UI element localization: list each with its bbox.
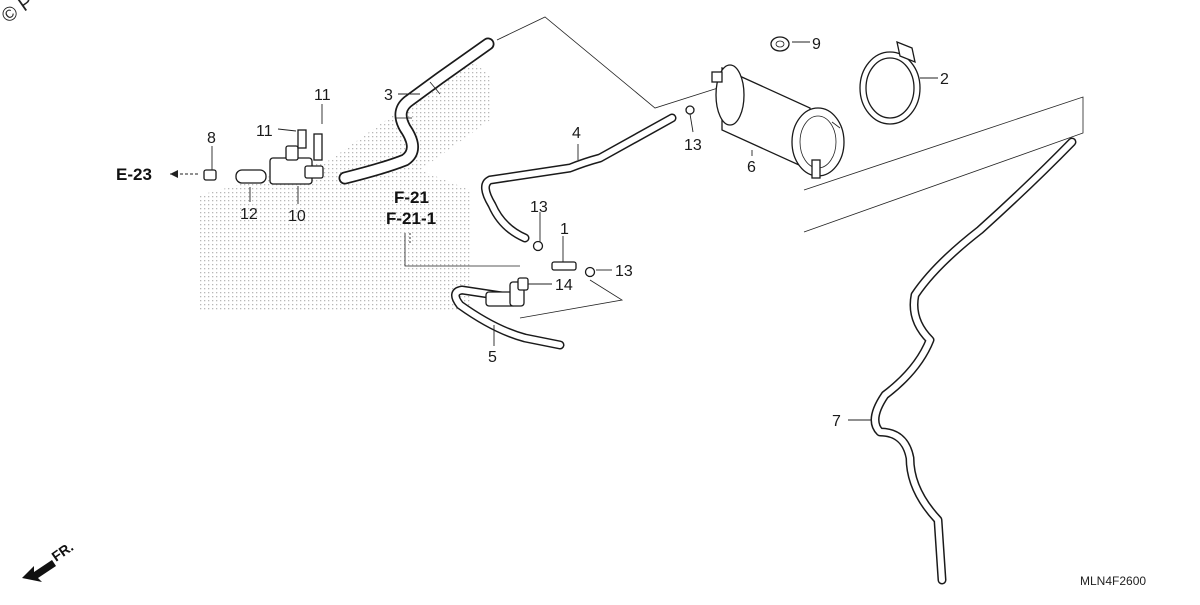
- ref-e23: E-23: [116, 165, 152, 184]
- stipple-shading: [200, 60, 490, 310]
- solenoid-valve-10: [269, 129, 324, 185]
- ref-f21: F-21: [394, 188, 429, 207]
- callout-6: 6: [747, 159, 756, 176]
- callout-7: 7: [832, 413, 841, 430]
- hose-3: [338, 37, 495, 185]
- hose-5: [451, 281, 565, 350]
- callout-4: 4: [572, 125, 581, 142]
- callout-1: 1: [560, 221, 569, 238]
- callout-13c: 13: [615, 263, 633, 280]
- ref-f21-1: F-21-1: [386, 209, 436, 228]
- callout-10: 10: [288, 208, 306, 225]
- e23-arrow: [170, 170, 198, 178]
- callout-leaders: [211, 41, 938, 421]
- callout-8: 8: [207, 130, 216, 147]
- fr-label: FR.: [49, 538, 77, 564]
- callout-11a: 11: [256, 123, 273, 140]
- drawing-code: MLN4F2600: [1080, 574, 1146, 588]
- grommet-9: [770, 36, 790, 52]
- callout-2: 2: [940, 71, 949, 88]
- canister-6: [711, 64, 845, 179]
- copyright-watermark: © P: [0, 0, 38, 28]
- callout-13a: 13: [684, 137, 702, 154]
- callout-labels: 1 2 3 4 5 6 7 8 9 10 11 11 12 13 13 13 1…: [207, 36, 949, 430]
- band-2: [859, 40, 921, 125]
- hose-7: [870, 137, 1077, 585]
- callout-13b: 13: [530, 199, 548, 216]
- callout-9: 9: [812, 36, 821, 53]
- callout-14: 14: [555, 277, 573, 294]
- joint-8: [203, 169, 217, 181]
- reference-labels: E-23 F-21 F-21-1: [116, 165, 436, 228]
- tube-12: [235, 169, 267, 184]
- hose-4: [481, 113, 677, 243]
- clips: [517, 105, 695, 291]
- callout-12: 12: [240, 206, 258, 223]
- callout-5: 5: [488, 349, 497, 366]
- callout-11b: 11: [314, 87, 331, 104]
- reference-leader-lines: [404, 16, 1084, 319]
- callout-3: 3: [384, 87, 393, 104]
- front-direction-arrow: FR.: [22, 538, 76, 582]
